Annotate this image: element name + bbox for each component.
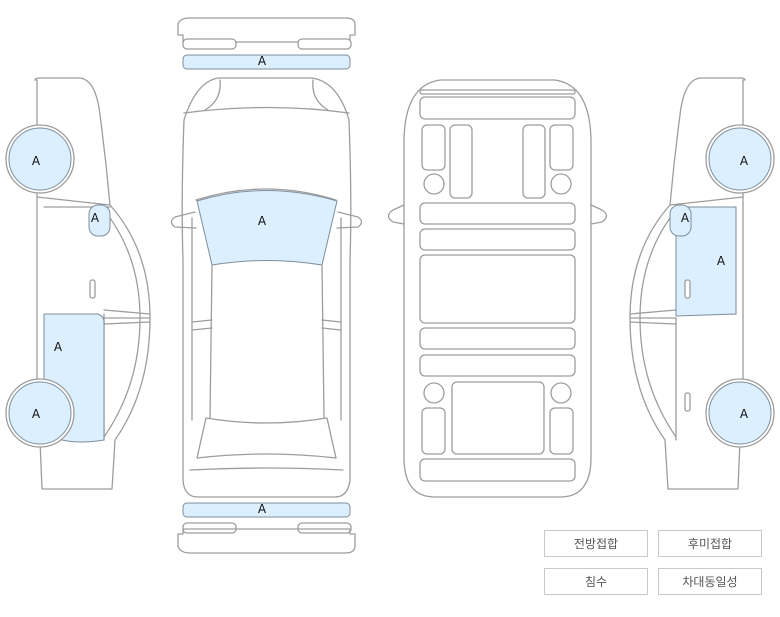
left-mirror-mark: A	[91, 211, 100, 225]
top-view: A A A	[170, 17, 363, 554]
right-front-wheel-mark: A	[740, 154, 749, 168]
front-bumper-part[interactable]	[182, 54, 351, 70]
right-mirror-mark: A	[681, 211, 690, 225]
left-rear-wheel-mark: A	[32, 407, 41, 421]
right-side-view: A A A A	[629, 77, 775, 490]
rear-bumper-part[interactable]	[182, 502, 351, 518]
flood-button[interactable]: 침수	[544, 568, 648, 595]
left-mirror-part[interactable]	[88, 204, 111, 237]
right-front-door-mark: A	[717, 254, 726, 268]
left-front-wheel-mark: A	[32, 154, 41, 168]
left-rear-wheel-part[interactable]	[8, 381, 72, 445]
rear-bumper-mark: A	[258, 502, 267, 516]
front-bumper-mark: A	[258, 54, 267, 68]
right-rear-wheel-part[interactable]	[708, 381, 772, 445]
hood-mark: A	[258, 214, 267, 228]
front-joint-button[interactable]: 전방접합	[544, 530, 648, 557]
left-rear-door-mark: A	[54, 340, 63, 354]
frame-view	[387, 79, 608, 498]
rear-joint-button[interactable]: 후미접합	[658, 530, 762, 557]
vin-match-button[interactable]: 차대동일성	[658, 568, 762, 595]
left-front-wheel-part[interactable]	[8, 127, 72, 191]
right-mirror-part[interactable]	[669, 204, 692, 237]
right-rear-wheel-mark: A	[740, 407, 749, 421]
hood-part[interactable]	[196, 190, 338, 266]
right-front-wheel-part[interactable]	[708, 127, 772, 191]
left-side-view: A A A A	[5, 77, 151, 490]
